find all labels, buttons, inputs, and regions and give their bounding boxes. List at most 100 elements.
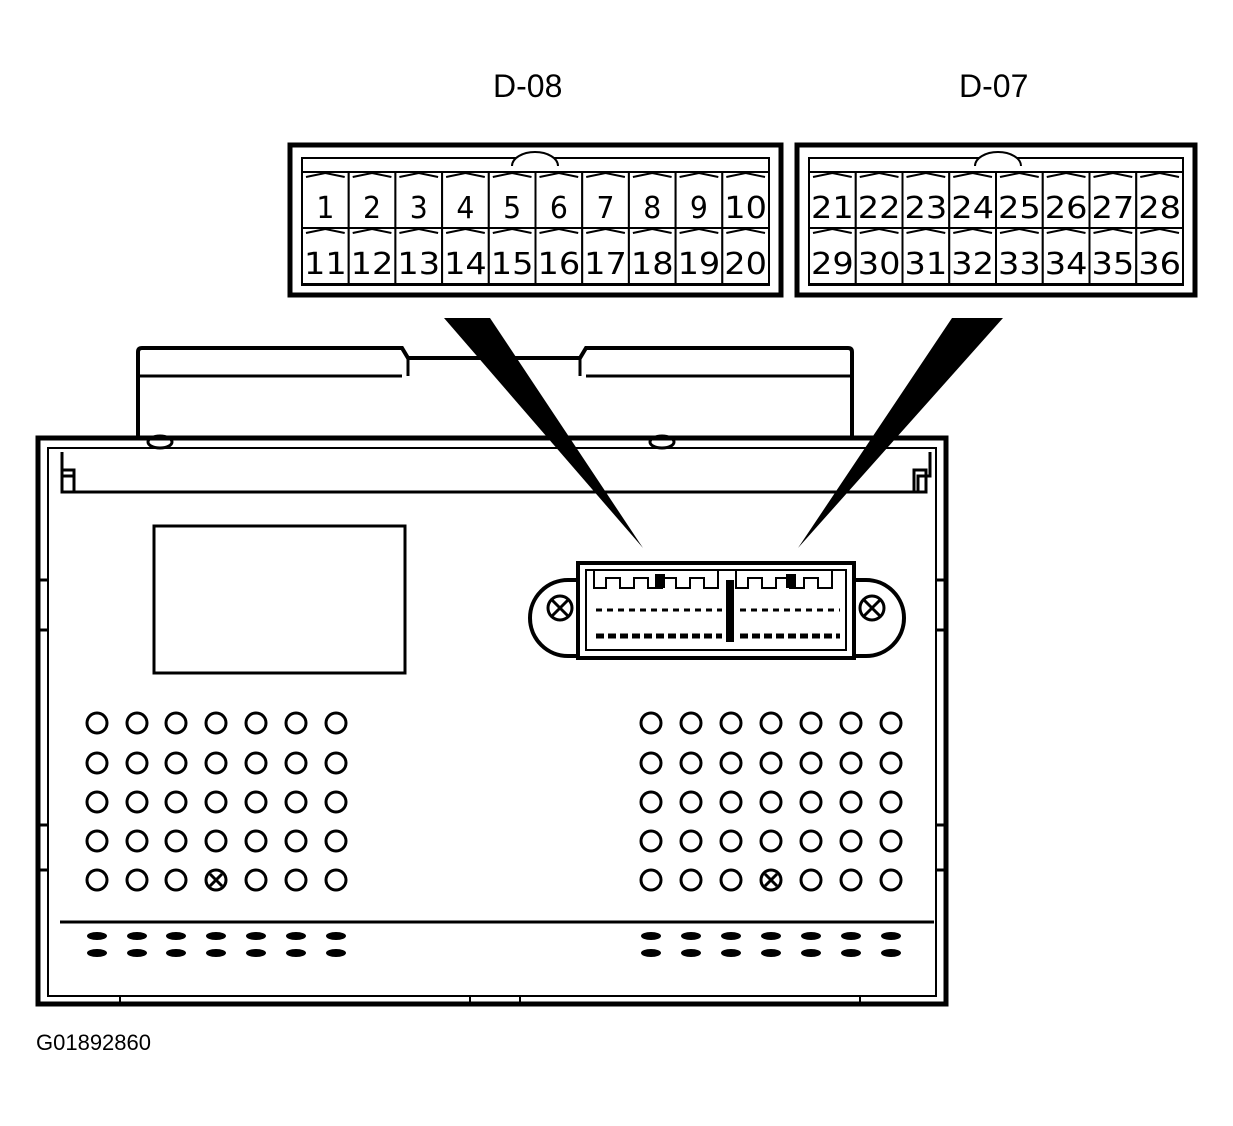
vent-hole <box>324 829 348 853</box>
pin-number: 23 <box>905 191 948 226</box>
vent-hole <box>799 868 823 892</box>
vent-hole <box>324 751 348 775</box>
pin-number: 29 <box>811 247 854 282</box>
pin-number: 3 <box>410 191 428 226</box>
pin-number: 27 <box>1092 191 1135 226</box>
pin-number: 8 <box>643 191 661 226</box>
vent-slot <box>641 932 661 940</box>
pin-latch-mark <box>859 171 899 178</box>
pin-latch-mark <box>1046 227 1086 234</box>
vent-hole <box>125 868 149 892</box>
vent-hole <box>679 790 703 814</box>
pin-latch-mark <box>445 171 486 178</box>
pin-cell-d07 <box>1135 227 1184 285</box>
vent-hole <box>324 711 348 735</box>
vent-hole <box>244 790 268 814</box>
vent-hole <box>799 829 823 853</box>
vent-hole <box>759 790 783 814</box>
vent-hole <box>244 751 268 775</box>
label-plate <box>152 524 407 675</box>
vent-hole <box>85 711 109 735</box>
pin-latch-mark <box>632 227 672 234</box>
pin-latch-mark <box>1093 171 1133 178</box>
pin-latch-mark <box>539 227 579 234</box>
leader-wedge-d07 <box>798 318 1003 548</box>
vent-slot-rows <box>87 932 901 957</box>
pin-number: 25 <box>998 191 1041 226</box>
pin-number: 22 <box>858 191 901 226</box>
vent-hole <box>164 790 188 814</box>
pin-cell-d08 <box>394 227 444 285</box>
pin-latch-mark <box>679 227 719 234</box>
pin-latch-mark <box>492 227 532 234</box>
pin-latch-mark <box>812 171 852 178</box>
pin-latch-mark <box>585 171 626 178</box>
vent-slot <box>87 949 107 957</box>
vent-hole <box>839 790 863 814</box>
pin-latch-mark <box>953 171 993 178</box>
vent-slot <box>127 949 147 957</box>
vent-hole <box>879 790 903 814</box>
vent-hole <box>164 711 188 735</box>
pin-number: 2 <box>363 191 381 226</box>
vent-hole <box>839 711 863 735</box>
vent-hole-grid <box>85 711 903 892</box>
connector-label-d08: D-08 <box>493 68 563 104</box>
pin-latch-mark <box>1046 171 1086 178</box>
leader-wedge-d08 <box>444 318 643 548</box>
pin-number: 15 <box>491 247 534 282</box>
pin-latch-mark <box>585 227 626 234</box>
pin-cell-d07 <box>1088 227 1138 285</box>
pin-cell-d07 <box>1135 171 1184 229</box>
vent-hole <box>799 790 823 814</box>
pin-latch-mark <box>953 227 993 234</box>
vent-hole <box>679 829 703 853</box>
vent-hole <box>679 868 703 892</box>
vent-slot <box>206 932 226 940</box>
vent-hole <box>719 751 743 775</box>
vent-hole <box>679 751 703 775</box>
vent-slot <box>641 949 661 957</box>
pin-latch-mark <box>305 227 345 234</box>
vent-hole <box>639 711 663 735</box>
vent-slot <box>721 949 741 957</box>
vent-slot <box>166 949 186 957</box>
vent-hole <box>284 829 308 853</box>
vent-slot <box>881 932 901 940</box>
vent-hole <box>879 751 903 775</box>
vent-hole <box>719 868 743 892</box>
pin-latch-mark <box>812 227 852 234</box>
vent-slot <box>286 932 306 940</box>
pin-number: 21 <box>811 191 854 226</box>
pin-number: 14 <box>444 247 487 282</box>
vent-hole <box>164 868 188 892</box>
vent-hole <box>85 790 109 814</box>
vent-slot <box>841 932 861 940</box>
vent-hole <box>204 751 228 775</box>
pin-cell-d08 <box>721 227 770 285</box>
vent-hole <box>125 829 149 853</box>
vent-slot <box>801 932 821 940</box>
pin-number: 36 <box>1138 247 1181 282</box>
vent-slot <box>166 932 186 940</box>
vent-slot <box>286 949 306 957</box>
vent-slot <box>127 932 147 940</box>
pin-number: 10 <box>724 191 767 226</box>
pin-number: 20 <box>724 247 767 282</box>
vent-hole <box>85 868 109 892</box>
pin-latch-mark <box>632 171 672 178</box>
vent-hole <box>204 829 228 853</box>
figure-id: G01892860 <box>36 1030 151 1055</box>
pin-cell-d08 <box>487 227 537 285</box>
vent-hole <box>839 868 863 892</box>
pin-number: 5 <box>503 191 521 226</box>
pin-latch-mark <box>1140 171 1180 178</box>
vent-slot <box>87 932 107 940</box>
pin-number: 11 <box>304 247 347 282</box>
vent-hole <box>85 829 109 853</box>
vent-hole <box>839 829 863 853</box>
